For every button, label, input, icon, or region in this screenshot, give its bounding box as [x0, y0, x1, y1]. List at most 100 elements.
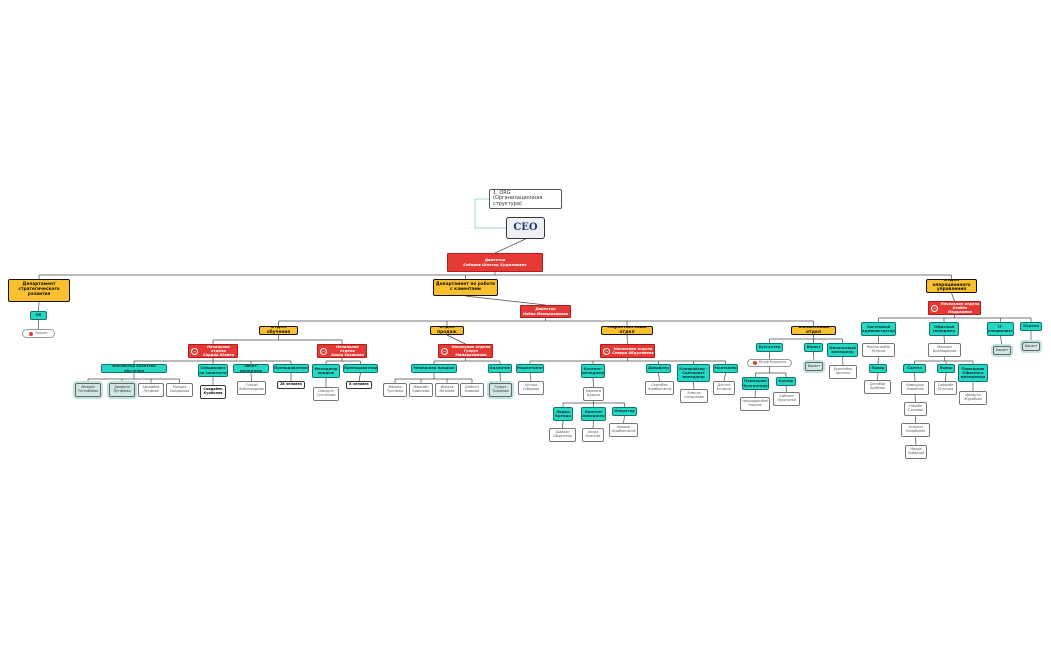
node-nach_ob1[interactable]: −Начальник отдела Сардор Юлиев	[188, 344, 238, 358]
node-e_jan[interactable]: Жахонгирбек Юлусов	[862, 343, 895, 357]
node-label: Насриддинбей Каюсов	[742, 399, 768, 407]
node-e_fer[interactable]: Феруза Матиева	[435, 383, 459, 397]
node-ohr[interactable]: Охрана	[1020, 322, 1042, 331]
node-sant[interactable]: Сантех	[903, 364, 926, 373]
node-e_gulr[interactable]: Гулруз Тохирова	[489, 383, 512, 397]
node-e_ann[interactable]: Анора Онанова	[582, 428, 604, 442]
node-des[interactable]: Дизайнер	[646, 364, 671, 373]
node-nach_op[interactable]: −Начальник отдела Отабек Мадраимов	[928, 301, 981, 315]
node-root[interactable]: 1. ORG (Организационная структура)	[489, 189, 562, 209]
node-it[interactable]: IT-специалист	[987, 322, 1014, 336]
node-e_dot[interactable]: Достон Бетиров	[713, 381, 735, 395]
node-analyt[interactable]: Аналитик	[488, 364, 512, 373]
node-e_28[interactable]: 28 человек	[277, 381, 305, 389]
node-o_obuch[interactable]: Отдел обучения	[259, 326, 298, 335]
node-e_mal[interactable]: Малика Тухтаева	[383, 383, 407, 397]
node-label: Марьяби Камолова	[412, 385, 430, 393]
connector	[1000, 335, 1003, 347]
node-fmen[interactable]: Финансовый менеджер	[827, 343, 858, 357]
node-e_yor[interactable]: Юсуф Курьисов	[747, 359, 792, 367]
node-e_dil2[interactable]: Дилобар Арабова	[864, 380, 891, 394]
node-mont[interactable]: Монтажёр	[713, 364, 738, 373]
node-e_vak3[interactable]: Вакант	[1022, 342, 1040, 351]
node-kont[interactable]: Контент-менеджер	[581, 364, 605, 378]
connector	[813, 351, 815, 363]
node-e_mun[interactable]: Мунира Сандыкова	[166, 383, 193, 397]
node-o_mark[interactable]: Маркетинговый отдел	[601, 326, 653, 335]
connector	[914, 394, 916, 403]
node-nach_ob2[interactable]: −Начальник отдела Азиза Хасанова	[317, 344, 367, 358]
node-label: Ирода Зойирова	[907, 447, 925, 455]
node-e_kar[interactable]: Каримов Бахром	[583, 387, 604, 401]
node-o_fin[interactable]: Финансовый отдел	[791, 326, 836, 335]
node-e_gul[interactable]: Гульяй Бобоназарова	[237, 381, 266, 395]
node-pom[interactable]: Помощник бухгалтера	[742, 377, 769, 390]
node-copy[interactable]: Копирайтер - Сценарист менеджер	[677, 364, 710, 382]
node-dep_strat[interactable]: Департамент стратегического развития	[8, 279, 70, 302]
node-e_nas2[interactable]: Насиба Салоева	[904, 402, 927, 416]
connector	[785, 385, 787, 393]
node-buh[interactable]: Бухгалтер	[756, 343, 783, 352]
node-e_hus[interactable]: Хуснил Собирова	[518, 381, 544, 395]
node-sist[interactable]: Системный администратор	[861, 322, 896, 336]
node-e_dil3[interactable]: Дилфуза Журабова	[959, 391, 987, 405]
node-oper[interactable]: Оператор	[612, 407, 637, 416]
node-e_sha2[interactable]: Шайхан Обдизоева	[549, 428, 576, 442]
node-e_sai[interactable]: Саидабек Курбонов	[200, 385, 226, 399]
node-e_mar[interactable]: Марьяби Камолова	[409, 383, 433, 397]
node-e_sha[interactable]: Шахрузо Султанова	[313, 387, 339, 401]
node-e_nas[interactable]: Насриддинбей Каюсов	[740, 397, 770, 411]
node-mprod[interactable]: Менеджер продаж	[312, 364, 340, 378]
node-e_san[interactable]: Сайфобе Юлусова	[934, 381, 957, 395]
node-spec[interactable]: Специалист по занятости	[198, 364, 228, 377]
node-lider[interactable]: Лидер бренда	[553, 407, 573, 421]
node-e_mom[interactable]: Мохира Тоголбаева	[75, 383, 101, 397]
node-label: Отдел операционного управления	[932, 279, 971, 293]
node-o_prod[interactable]: Отдел продаж	[430, 326, 464, 335]
node-e_zul[interactable]: Зулихон Ломибоева	[901, 423, 930, 437]
node-nach_mk[interactable]: −Начальник отдела Севара Абдуллаева	[600, 344, 655, 358]
node-insp[interactable]: Инспектор качества обучения	[101, 364, 167, 373]
node-dir[interactable]: Директор Собиров Шохзод Худжамович	[447, 253, 543, 272]
node-e_zar[interactable]: Зарифбек Лутфиев	[138, 383, 164, 397]
node-mpr2[interactable]: Менеджер продаж	[411, 364, 457, 373]
node-povar[interactable]: Повар	[869, 364, 887, 373]
node-kass[interactable]: Кассир	[776, 377, 796, 386]
node-e_sab[interactable]: Сабохат Нурулоева	[773, 392, 800, 406]
node-label: Директор Собиров Шохзод Худжамович	[463, 258, 527, 267]
node-kmg[interactable]: Контент менеджер	[581, 407, 606, 421]
node-label: Шайхан Обдизоева	[553, 430, 572, 438]
node-label: Эвент-менеджер	[239, 364, 263, 373]
node-e_ira[interactable]: Ирода Зойирова	[905, 445, 927, 459]
node-hr[interactable]: HR	[30, 311, 47, 320]
node-e_alm[interactable]: Алишер Аззаберганов	[609, 423, 638, 437]
node-pomof[interactable]: Помощник Офисного менеджера	[958, 364, 988, 382]
node-label: Начальник отдела Сардор Юлиев	[203, 344, 234, 358]
node-prep2[interactable]: Преподаватели	[343, 364, 378, 373]
node-povar2[interactable]: Повар	[937, 364, 955, 373]
node-hr_v[interactable]: Вакант	[22, 329, 55, 338]
node-e_mah[interactable]: Махмым Болмаданова	[928, 343, 961, 357]
node-e_sho[interactable]: Шоболо Азимова	[460, 383, 484, 397]
node-jur[interactable]: Юрист	[804, 343, 823, 352]
node-e_kam[interactable]: Камола Сандыкова	[680, 389, 708, 403]
node-e_dil[interactable]: Дилфуза Лутфиева	[109, 383, 135, 397]
node-event[interactable]: Эвент-менеджер	[233, 364, 269, 373]
node-e_vak1[interactable]: Вакант	[805, 362, 823, 371]
node-label: 28 человек	[279, 382, 303, 387]
node-e_8[interactable]: 8 человек	[346, 381, 372, 389]
node-ofis[interactable]: Офисный менеджер	[929, 322, 959, 336]
node-dep_cli[interactable]: Департамент по работе с клиентами	[433, 279, 498, 296]
node-dir2[interactable]: Директор Набия Мамарахимова	[520, 305, 571, 318]
node-ceo[interactable]: CEO	[506, 217, 545, 239]
node-e_bur[interactable]: Бурхонбек Арсонов	[829, 365, 857, 379]
node-dep_ops[interactable]: Отдел операционного управления	[926, 279, 977, 293]
node-e_vak2[interactable]: Вакант	[993, 346, 1011, 355]
node-e_kam2[interactable]: Кимкодор Ломибоев	[901, 381, 929, 395]
record-icon	[752, 361, 757, 365]
node-label: Повар	[939, 366, 953, 371]
node-nach_pr[interactable]: −Начальник отдела Гулруз Мамарахимова	[438, 344, 493, 358]
node-mkr[interactable]: Маркетолог	[516, 364, 544, 373]
node-prep1[interactable]: Преподаватели	[273, 364, 309, 373]
node-e_ser[interactable]: Сергобек Аззаберганов	[645, 381, 674, 395]
